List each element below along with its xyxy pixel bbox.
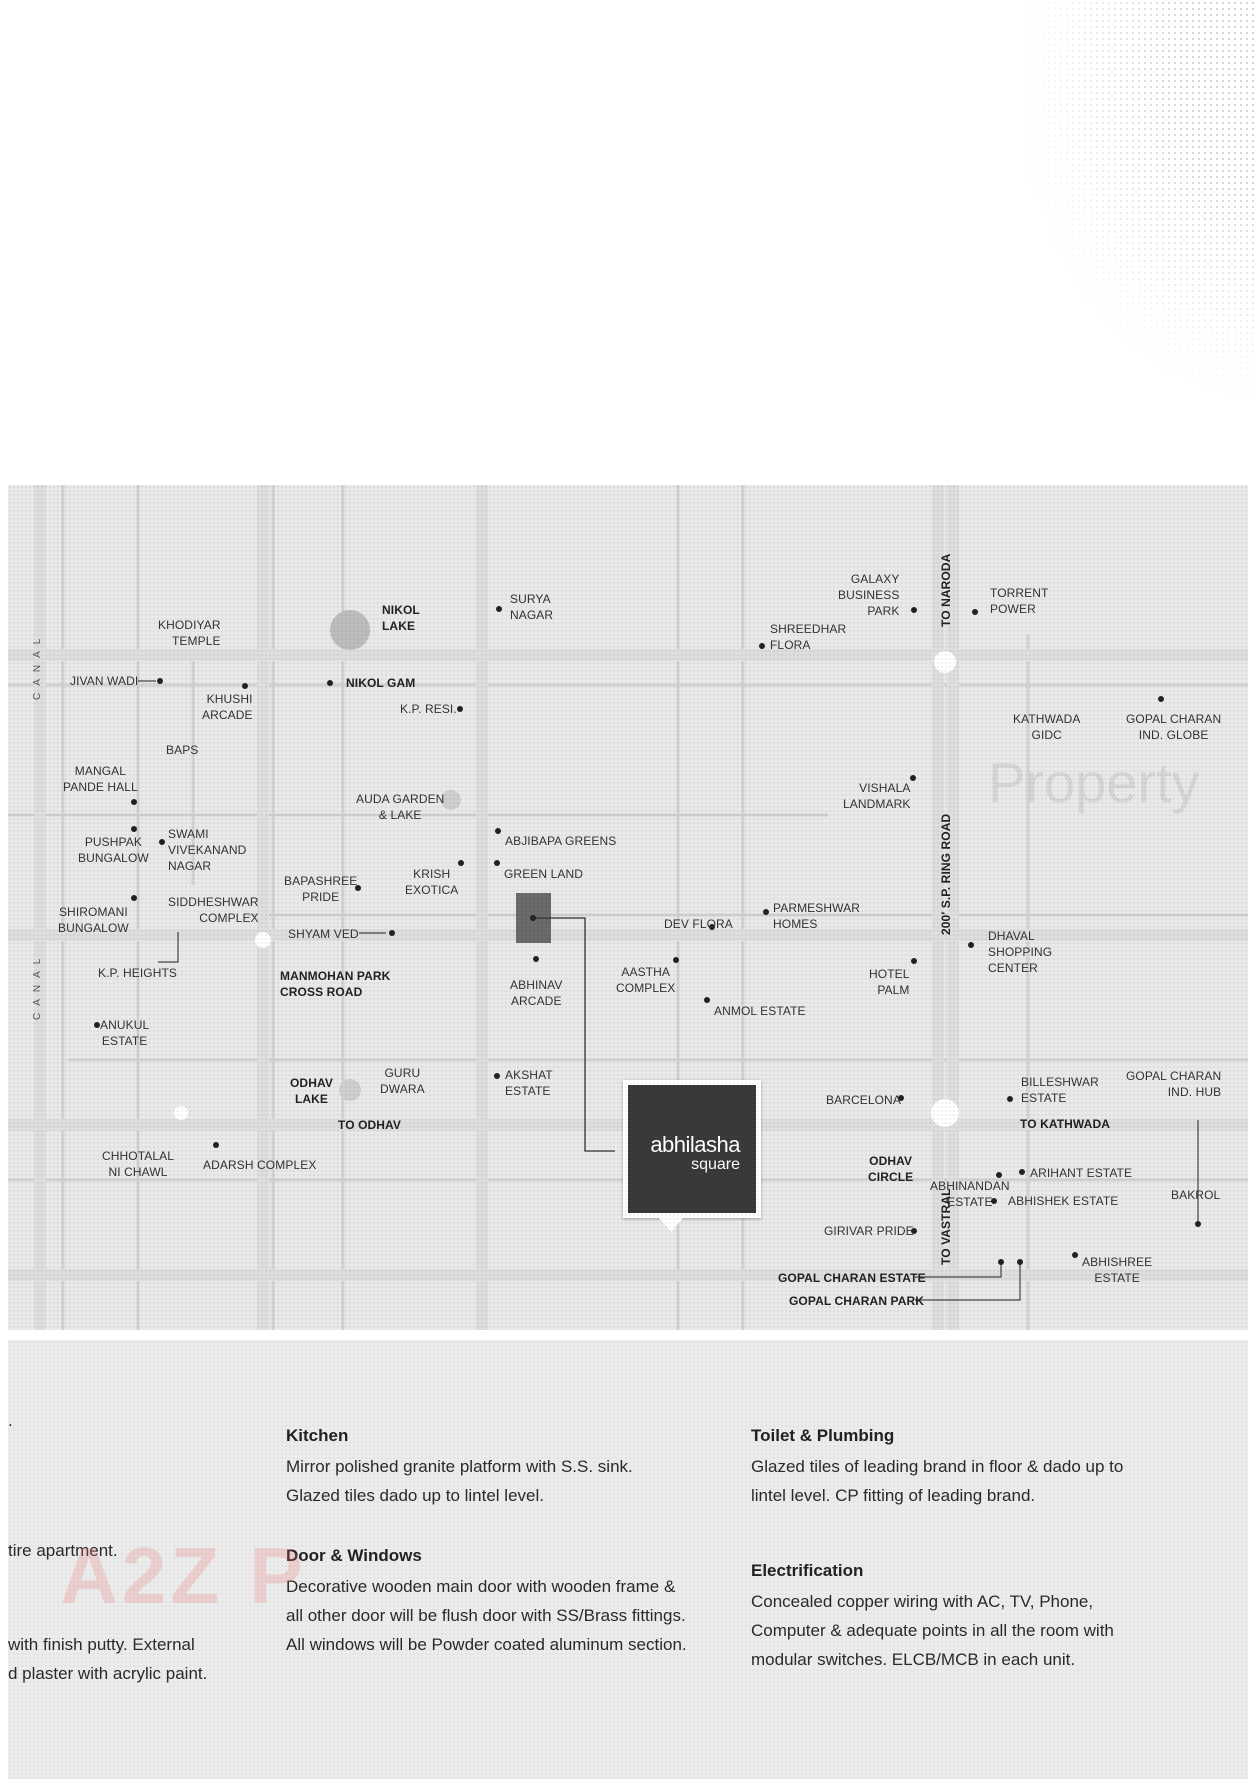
krish-exotica-label: KRISH EXOTICA [405, 867, 459, 897]
toilet-plumbing-spec: Toilet & Plumbing Glazed tiles of leadin… [751, 1426, 1151, 1510]
guru-dwara-label: GURU DWARA [380, 1066, 425, 1096]
shiromani-bungalow-label: SHIROMANI BUNGALOW [58, 905, 129, 935]
galaxy-business-park-label: GALAXY BUSINESS PARK [838, 572, 900, 618]
odhav-circle-label: ODHAV CIRCLE [868, 1154, 914, 1184]
baps-label: BAPS [166, 743, 199, 757]
girivar-pride-label: GIRIVAR PRIDE [824, 1224, 914, 1238]
hotel-palm-label: HOTEL PALM [869, 967, 910, 997]
manmohan-park-label: MANMOHAN PARK CROSS ROAD [280, 969, 391, 999]
naroda-junction [934, 651, 956, 673]
gopal-charan-estate-label: GOPAL CHARAN ESTATE [778, 1271, 926, 1285]
khushi-arcade-label: KHUSHI ARCADE [202, 692, 253, 722]
chhotalal-chawl-label: CHHOTALAL NI CHAWL [102, 1149, 175, 1179]
arihant-estate-label: ARIHANT ESTATE [1030, 1166, 1133, 1180]
ring-road-label: 200' S.P. RING ROAD [939, 813, 953, 935]
nikol-lake-shape [330, 610, 370, 650]
manmohan-junction [255, 932, 271, 948]
gopal-charan-park-label: GOPAL CHARAN PARK [789, 1294, 925, 1308]
kp-heights-label: K.P. HEIGHTS [98, 966, 178, 980]
green-land-label: GREEN LAND [504, 867, 584, 881]
project-badge-pointer [659, 1218, 683, 1232]
khodiyar-temple-label: KHODIYAR TEMPLE [158, 618, 221, 648]
shyam-ved-label: SHYAM VED [288, 927, 359, 941]
canal-label-top: CANAL [32, 631, 43, 700]
dhaval-shopping-label: DHAVAL SHOPPING CENTER [988, 929, 1053, 975]
odhav-lake-label: ODHAV LAKE [290, 1076, 333, 1106]
kathwada-gidc-label: KATHWADA GIDC [1013, 712, 1081, 742]
kp-resi-label: K.P. RESI. [400, 702, 457, 716]
kitchen-text: Mirror polished granite platform with S.… [286, 1457, 633, 1505]
door-windows-spec: Door & Windows Decorative wooden main do… [286, 1546, 691, 1659]
toilet-plumbing-title: Toilet & Plumbing [751, 1426, 895, 1445]
bapashree-pride-label: BAPASHREE PRIDE [284, 874, 358, 904]
toilet-plumbing-text: Glazed tiles of leading brand in floor &… [751, 1457, 1124, 1505]
to-kathwada-label: TO KATHWADA [1020, 1117, 1110, 1131]
nikol-lake-label: NIKOL LAKE [382, 603, 420, 633]
dev-flora-label: DEV FLORA [664, 917, 733, 931]
mangal-pande-hall-label: MANGAL PANDE HALL [63, 764, 138, 794]
kitchen-title: Kitchen [286, 1426, 349, 1445]
adarsh-complex-label: ADARSH COMPLEX [203, 1158, 317, 1172]
abhishree-estate-label: ABHISHREE ESTATE [1082, 1255, 1153, 1285]
electrification-text: Concealed copper wiring with AC, TV, Pho… [751, 1592, 1114, 1669]
vishala-landmark-label: VISHALA LANDMARK [843, 781, 911, 811]
project-name-line2: square [691, 1156, 740, 1173]
anukul-estate-label: ANUKUL ESTATE [100, 1018, 150, 1048]
to-naroda-label: TO NARODA [939, 553, 953, 627]
torrent-power-label: TORRENT POWER [990, 586, 1049, 616]
auda-garden-label: AUDA GARDEN & LAKE [356, 792, 445, 822]
siddheshwar-complex-label: SIDDHESHWAR COMPLEX [168, 895, 259, 925]
swami-vivekanand-label: SWAMI VIVEKANAND NAGAR [168, 827, 247, 873]
odhav-circle-junction [931, 1099, 959, 1127]
partial-text-c: with finish putty. External [8, 1635, 195, 1654]
jivan-wadi-label: JIVAN WADI [70, 674, 139, 688]
nikol-gam-label: NIKOL GAM [346, 676, 416, 690]
corner-dot-pattern [1016, 0, 1256, 400]
pushpak-bungalow-label: PUSHPAK BUNGALOW [78, 835, 149, 865]
specifications-panel: . tire apartment. with finish putty. Ext… [8, 1340, 1248, 1779]
billeshwar-estate-label: BILLESHWAR ESTATE [1021, 1075, 1099, 1105]
gopal-charan-hub-label: GOPAL CHARAN IND. HUB [1126, 1069, 1222, 1099]
gopal-charan-globe-label: GOPAL CHARAN IND. GLOBE [1126, 712, 1222, 742]
project-name-line1: abhilasha [650, 1132, 740, 1157]
chhotalal-junction [174, 1106, 188, 1120]
to-vastral-label: TO VASTRAL [939, 1188, 953, 1265]
to-odhav-label: TO ODHAV [338, 1118, 402, 1132]
auda-lake-shape [441, 790, 461, 810]
door-windows-text: Decorative wooden main door with wooden … [286, 1577, 687, 1654]
electrification-spec: Electrification Concealed copper wiring … [751, 1561, 1161, 1674]
electrification-title: Electrification [751, 1561, 864, 1580]
left-partial-c: with finish putty. External [8, 1630, 195, 1659]
canal-label-bottom: CANAL [32, 951, 43, 1020]
abjibapa-greens-label: ABJIBAPA GREENS [505, 834, 617, 848]
partial-text-b: tire apartment. [8, 1541, 118, 1560]
abhinav-arcade-label: ABHINAV ARCADE [510, 978, 563, 1008]
left-partial-b: tire apartment. [8, 1536, 118, 1565]
kitchen-spec: Kitchen Mirror polished granite platform… [286, 1426, 691, 1510]
anmol-estate-label: ANMOL ESTATE [714, 1004, 806, 1018]
location-map: CANAL CANAL KHODIYAR TEMPLE NIKOL LAKE S… [8, 485, 1248, 1330]
partial-text-d: d plaster with acrylic paint. [8, 1664, 208, 1683]
left-partial-d: d plaster with acrylic paint. [8, 1659, 207, 1688]
parmeshwar-homes-label: PARMESHWAR HOMES [773, 901, 861, 931]
odhav-lake-shape [339, 1079, 361, 1101]
abhinandan-estate-label: ABHINANDAN ESTATE [930, 1179, 1010, 1209]
akshat-estate-label: AKSHAT ESTATE [505, 1068, 553, 1098]
partial-text-a: . [8, 1411, 13, 1430]
surya-nagar-label: SURYA NAGAR [510, 592, 554, 622]
shreedhar-flora-label: SHREEDHAR FLORA [770, 622, 847, 652]
aastha-complex-label: AASTHA COMPLEX [616, 965, 676, 995]
left-partial-a: . [8, 1406, 13, 1435]
abhishek-estate-label: ABHISHEK ESTATE [1008, 1194, 1119, 1208]
bakrol-label: BAKROL [1171, 1188, 1221, 1202]
barcelona-label: BARCELONA [826, 1093, 901, 1107]
door-windows-title: Door & Windows [286, 1546, 422, 1565]
project-badge: abhilasha square [623, 1080, 761, 1218]
